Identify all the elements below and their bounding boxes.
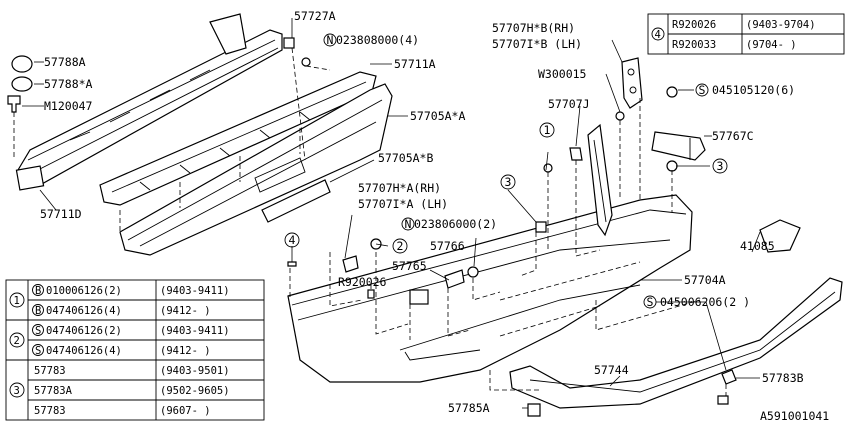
circled-marks: N N S S 1 2 3 3 4 <box>284 33 728 309</box>
bracket-57767C <box>651 131 706 161</box>
diagram-id: A591001041 <box>760 409 829 423</box>
label-57727A: 57727A <box>294 9 336 23</box>
label-M120047: M120047 <box>44 99 93 113</box>
g2-range-2: (9412- ) <box>160 345 211 357</box>
side-extension-41085 <box>759 219 801 253</box>
mark-n-2: N <box>405 217 412 231</box>
leader-lines <box>22 18 761 409</box>
g3-range-2: (9502-9605) <box>160 385 230 397</box>
g3-part-3: 57783 <box>34 405 66 417</box>
label-57705A-B: 57705A*B <box>378 151 433 165</box>
side-bracket-57707J <box>587 123 613 237</box>
label-57744: 57744 <box>594 363 629 377</box>
mark-2: 2 <box>397 239 404 253</box>
label-023808000: 023808000(4) <box>336 33 419 47</box>
rear-lower-skirt-57744 <box>509 277 843 409</box>
label-045006206: 045006206(2 ) <box>660 295 750 309</box>
mark-s-2: S <box>647 295 654 309</box>
top-table-range-2: (9704- ) <box>746 39 797 51</box>
callout-labels: 57727A 023808000(4) 57788A 57788*A M1200… <box>40 9 829 423</box>
rear-bumper-face-57704A <box>287 194 693 383</box>
label-57707I-A: 57707I*A (LH) <box>358 197 448 211</box>
mark-1: 1 <box>544 123 551 137</box>
prefix-s-2: S <box>35 345 41 357</box>
g3-part-2: 57783A <box>34 385 73 397</box>
label-57766: 57766 <box>430 239 465 253</box>
top-table-range-1: (9403-9704) <box>746 19 816 31</box>
label-57711A: 57711A <box>394 57 436 71</box>
g1-part-1: 010006126(2) <box>46 285 122 297</box>
g2-range-1: (9403-9411) <box>160 325 230 337</box>
label-023806000: 023806000(2) <box>414 217 497 231</box>
top-table-group: 4 <box>655 29 661 41</box>
group-2-key: 2 <box>14 335 20 347</box>
label-57707H-A: 57707H*A(RH) <box>358 181 441 195</box>
prefix-b-2: B <box>35 305 41 317</box>
prefix-s-1: S <box>35 325 41 337</box>
label-57767C: 57767C <box>712 129 754 143</box>
assembly-dashed-lines <box>13 47 727 396</box>
top-table-part-1: R920026 <box>672 19 716 31</box>
label-57785A: 57785A <box>448 401 490 415</box>
label-57704A: 57704A <box>684 273 726 287</box>
g2-part-1: 047406126(2) <box>46 325 122 337</box>
label-57765: 57765 <box>392 259 427 273</box>
front-bumper-face-57705A-A <box>119 83 393 256</box>
mark-n-1: N <box>327 33 334 47</box>
label-41085: 41085 <box>740 239 775 253</box>
mark-s-1: S <box>699 83 706 97</box>
bottom-left-table: 1 2 3 B 010006126(2) (9403-9411) B 04740… <box>5 279 265 421</box>
g1-part-2: 047406126(4) <box>46 305 122 317</box>
label-57705A-A: 57705A*A <box>410 109 465 123</box>
mark-4: 4 <box>289 233 296 247</box>
label-W300015: W300015 <box>538 67 586 81</box>
prefix-b-1: B <box>35 285 41 297</box>
label-57707I-B: 57707I*B (LH) <box>492 37 582 51</box>
g3-range-3: (9607- ) <box>160 405 211 417</box>
g2-part-2: 047406126(4) <box>46 345 122 357</box>
g3-part-1: 57783 <box>34 365 66 377</box>
fasteners <box>7 37 737 417</box>
label-57783B: 57783B <box>762 371 804 385</box>
label-57707H-B: 57707H*B(RH) <box>492 21 575 35</box>
label-57707J: 57707J <box>548 97 590 111</box>
label-57711D: 57711D <box>40 207 82 221</box>
absorber-57711A <box>99 71 377 206</box>
mark-3-b: 3 <box>717 159 724 173</box>
bracket-57707H-B <box>621 57 643 109</box>
label-045105120: 045105120(6) <box>712 83 795 97</box>
top-right-table: 4 R920026 (9403-9704) R920033 (9704- ) <box>647 13 845 55</box>
label-R920026: R920026 <box>338 275 387 289</box>
g1-range-2: (9412- ) <box>160 305 211 317</box>
g1-range-1: (9403-9411) <box>160 285 230 297</box>
g3-range-1: (9403-9501) <box>160 365 230 377</box>
front-reinforcement-57711D <box>15 13 283 191</box>
group-3-key: 3 <box>14 385 20 397</box>
top-table-part-2: R920033 <box>672 39 716 51</box>
mark-3-a: 3 <box>505 175 512 189</box>
label-57788-A: 57788*A <box>44 77 93 91</box>
label-57788A: 57788A <box>44 55 86 69</box>
group-1-key: 1 <box>14 295 20 307</box>
